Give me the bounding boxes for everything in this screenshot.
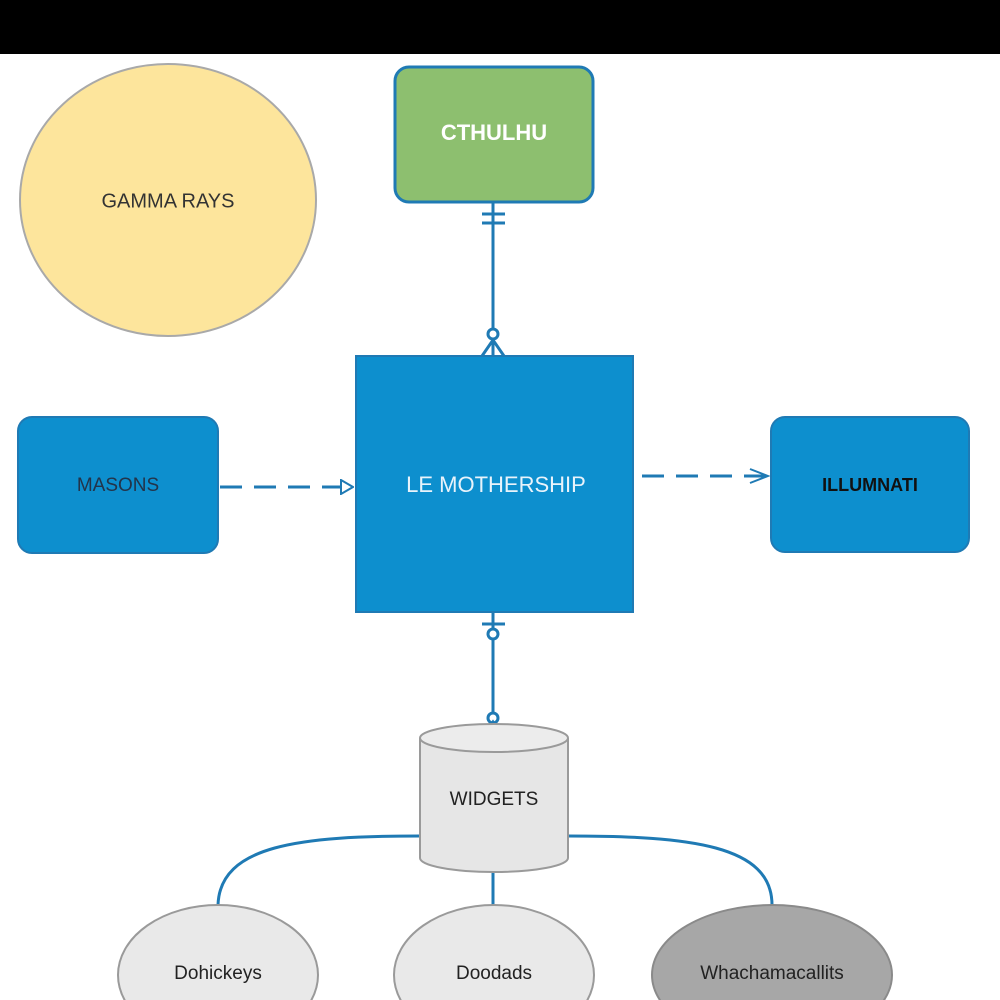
mothership-box <box>355 355 634 613</box>
illumnati-box <box>770 416 970 553</box>
masons-box <box>17 416 219 554</box>
doodads-label: Doodads <box>456 963 532 984</box>
dohickeys-ellipse <box>117 904 319 1000</box>
whachamacallits-ellipse <box>651 904 893 1000</box>
whachamacallits-node[interactable]: Whachamacallits <box>651 904 893 1000</box>
mothership-label: LE MOTHERSHIP <box>406 472 586 497</box>
cthulhu-box <box>393 65 595 204</box>
illumnati-label: ILLUMNATI <box>822 475 918 495</box>
illumnati-node[interactable]: ILLUMNATI <box>770 416 970 553</box>
crowfoot-top <box>480 337 506 357</box>
connectors <box>216 202 774 906</box>
dohickeys-label: Dohickeys <box>174 963 262 984</box>
dohickeys-node[interactable]: Dohickeys <box>117 904 319 1000</box>
gamma-rays-node[interactable]: GAMMA RAYS <box>19 63 317 337</box>
masons-node[interactable]: MASONS <box>17 416 219 554</box>
gamma-rays-label: GAMMA RAYS <box>102 190 235 212</box>
widgets-dohickeys-connector <box>216 834 421 906</box>
widgets-node[interactable]: WIDGETS <box>419 723 569 873</box>
whachamacallits-label: Whachamacallits <box>700 963 844 984</box>
doodads-node[interactable]: Doodads <box>393 904 595 1000</box>
mothership-node[interactable]: LE MOTHERSHIP <box>355 355 634 613</box>
top-black-bar <box>0 0 1000 54</box>
widgets-cylinder-top <box>419 723 569 753</box>
widgets-cylinder-body <box>419 738 569 873</box>
widgets-label: WIDGETS <box>450 789 539 810</box>
cthulhu-node[interactable]: CTHULHU <box>393 65 595 204</box>
zero-mark-bottom-1 <box>486 627 500 641</box>
doodads-ellipse <box>393 904 595 1000</box>
widgets-whachamacallits-connector <box>567 834 774 906</box>
cthulhu-label: CTHULHU <box>441 120 547 145</box>
masons-label: MASONS <box>77 475 159 496</box>
gamma-rays-circle <box>19 63 317 337</box>
